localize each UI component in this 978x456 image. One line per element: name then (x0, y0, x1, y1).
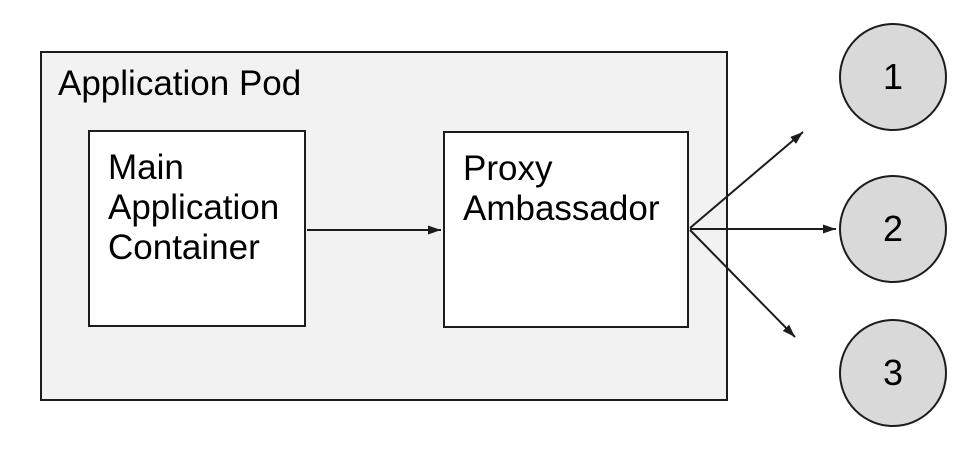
endpoint-label: 3 (882, 352, 904, 393)
node-proxy-ambassador: Proxy Ambassador (443, 131, 689, 328)
node-label-line: Ambassador (463, 189, 660, 228)
endpoint-label: 1 (882, 56, 904, 97)
node-label-line: Container (108, 228, 260, 267)
node-main-application-container: Main Application Container (88, 130, 306, 327)
node-label-line: Main (108, 148, 184, 187)
node-label-line: Proxy (463, 149, 553, 188)
endpoint-label: 2 (882, 208, 904, 249)
node-label-line: Application (108, 188, 280, 227)
endpoint-circle-1: 1 (839, 23, 947, 131)
endpoint-circle-2: 2 (839, 175, 947, 283)
endpoint-circle-3: 3 (839, 319, 947, 427)
application-pod-label: Application Pod (58, 64, 302, 103)
